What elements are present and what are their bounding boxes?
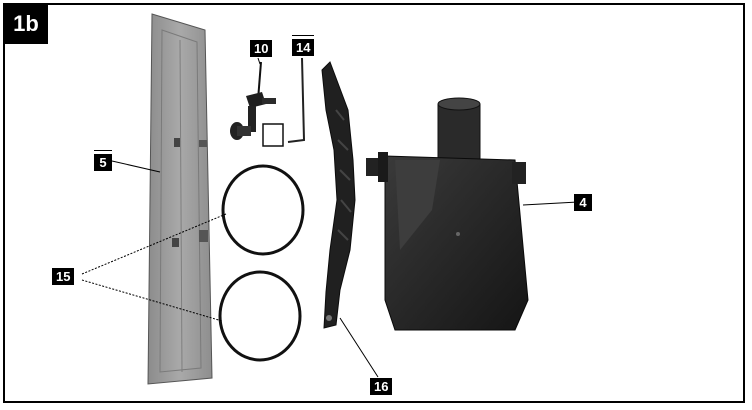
part-15-rings [218,164,305,362]
callout-4: 4 [574,194,592,211]
part-10-knob-lever [230,61,276,140]
part-16-curved-arm [321,61,356,329]
part-14-hex-key [287,57,306,143]
square-nut [262,123,284,147]
callout-16: 16 [370,378,393,395]
leader-lines [81,57,579,378]
figure-label: 1b [4,4,48,44]
callout-10: 10 [250,40,273,57]
callout-15: 15 [52,268,75,285]
part-4-dust-hood [366,97,529,331]
callout-14: 14 [292,35,315,56]
part-5-side-plate [147,13,213,385]
figure-frame [3,3,745,403]
callout-5: 5 [94,150,112,171]
